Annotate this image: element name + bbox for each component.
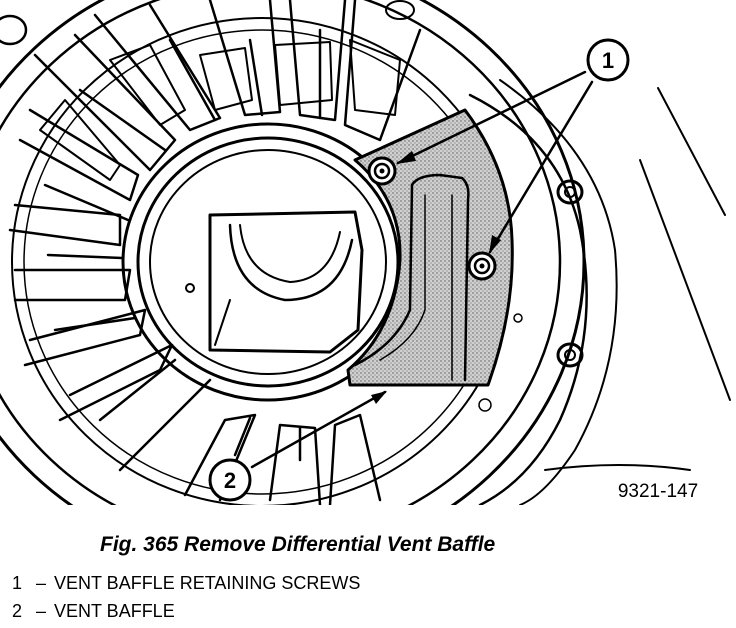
retaining-screw-upper xyxy=(367,156,397,186)
legend-text: VENT BAFFLE RETAINING SCREWS xyxy=(54,573,361,593)
legend-dash: – xyxy=(35,601,46,621)
leader-arrowheads xyxy=(371,151,501,404)
case-pockets xyxy=(39,39,401,181)
legend-dash: – xyxy=(35,573,46,593)
legend-item: 2–VENT BAFFLE xyxy=(12,601,175,622)
leader-lines xyxy=(250,70,594,469)
callout-number-1: 1 xyxy=(602,48,614,73)
case-ribs xyxy=(8,0,422,505)
exploded-diagram: 1 2 9321-147 xyxy=(0,0,731,505)
callout-circle-2 xyxy=(208,458,252,502)
callout-circle-1 xyxy=(586,38,630,82)
case-flange xyxy=(468,79,731,505)
vent-baffle xyxy=(346,108,514,387)
callout-number-2: 2 xyxy=(224,468,236,493)
flange-bolt-holes xyxy=(0,0,584,412)
legend-text: VENT BAFFLE xyxy=(54,601,175,621)
legend-item: 1–VENT BAFFLE RETAINING SCREWS xyxy=(12,573,360,594)
legend-number: 2 xyxy=(12,601,23,621)
retaining-screw-lower xyxy=(467,251,497,281)
figure-caption: Fig. 365 Remove Differential Vent Baffle xyxy=(100,533,496,556)
differential-carrier xyxy=(185,210,364,354)
figure-code: 9321-147 xyxy=(618,481,698,502)
legend-number: 1 xyxy=(12,573,23,593)
